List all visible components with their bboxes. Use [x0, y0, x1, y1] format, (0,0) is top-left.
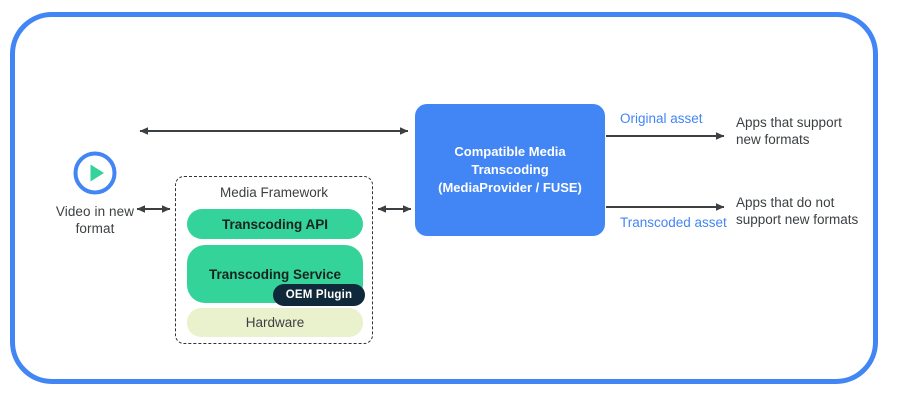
play-circle-icon [73, 151, 117, 195]
original-asset-label: Original asset [620, 111, 703, 126]
compatible-media-transcoding-box[interactable]: Compatible Media Transcoding (MediaProvi… [415, 104, 605, 236]
media-framework-title: Media Framework [219, 185, 329, 200]
outer-frame-border [10, 12, 878, 384]
apps-that-do-not-support-new-formats-label: Apps that do not support new formats [736, 195, 859, 227]
hardware-box[interactable]: Hardware [187, 308, 363, 337]
transcoding-api-label: Transcoding API [221, 216, 329, 232]
media-framework-container: Media Framework Transcoding API Transcod… [175, 176, 373, 344]
transcoded-asset-label: Transcoded asset [620, 215, 727, 230]
transcoding-service-label: Transcoding Service [208, 266, 342, 282]
hardware-label: Hardware [245, 315, 305, 330]
apps-that-support-new-formats-label: Apps that support new formats [736, 115, 842, 147]
video-source-label: Video in new format [55, 204, 135, 236]
video-source-node: Video in new format [40, 150, 150, 237]
oem-plugin-label: OEM Plugin [285, 289, 353, 301]
oem-plugin-badge[interactable]: OEM Plugin [273, 284, 365, 306]
transcoding-api-box[interactable]: Transcoding API [187, 209, 363, 239]
compatible-media-transcoding-label: Compatible Media Transcoding (MediaProvi… [438, 144, 582, 195]
